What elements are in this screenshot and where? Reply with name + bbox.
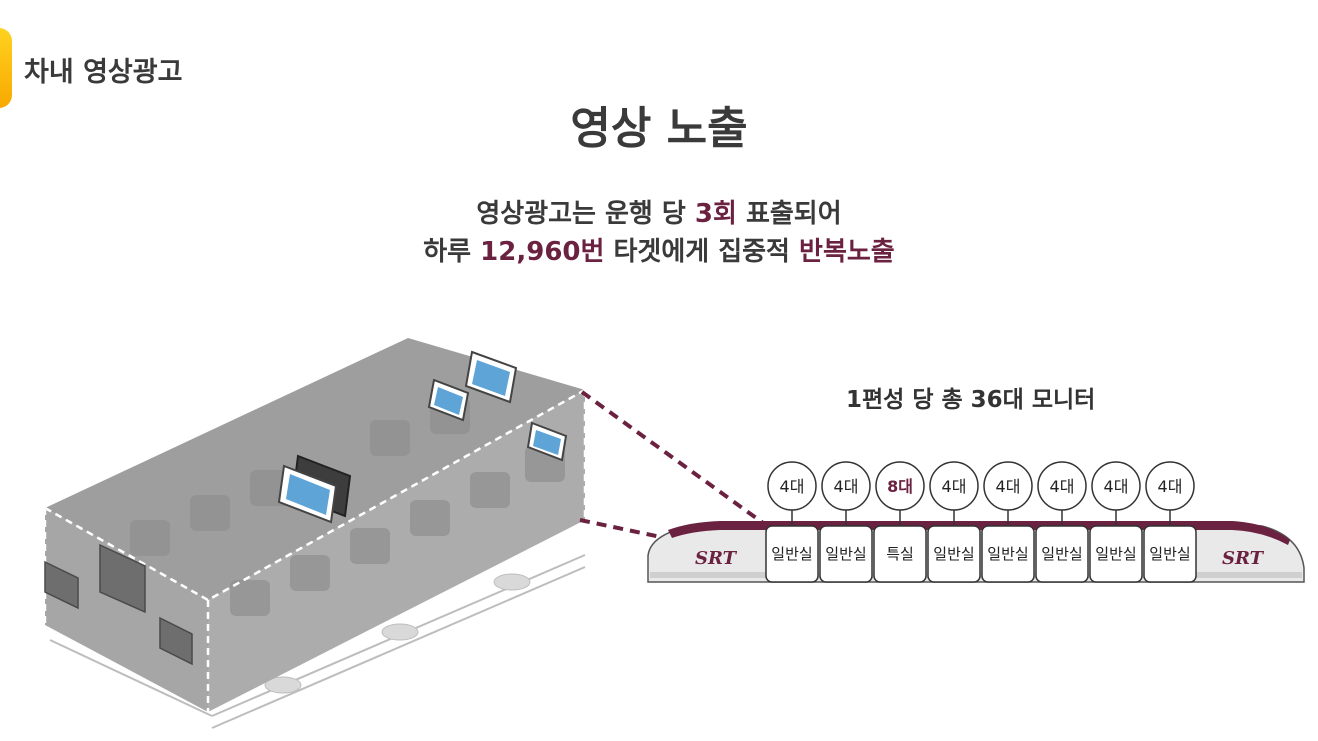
subtitle-text: 표출되어 xyxy=(736,199,842,229)
monitor-count-bubble: 4대 xyxy=(1158,477,1183,496)
train-car: 4대 일반실 xyxy=(1143,461,1197,583)
ceiling-monitor-icon xyxy=(526,421,568,462)
subtitle-text: 영상광고는 운행 당 xyxy=(476,199,695,229)
subtitle-line-2: 하루 12,960번 타겟에게 집중적 반복노출 xyxy=(0,233,1318,271)
page-title: 영상 노출 xyxy=(570,103,748,154)
car-label: 일반실 xyxy=(933,545,974,563)
monitor-count-label: 1편성 당 총 36대 모니터 xyxy=(846,387,1096,413)
car-label: 특실 xyxy=(886,545,914,563)
train-car: 4대 일반실 xyxy=(765,461,819,583)
car-label: 일반실 xyxy=(1149,545,1190,563)
subtitle-highlight-repeat: 반복노출 xyxy=(799,237,895,267)
subtitle-line-1: 영상광고는 운행 당 3회 표출되어 xyxy=(0,195,1318,233)
train-car: 4대 일반실 xyxy=(981,461,1035,583)
ceiling-monitor-icon xyxy=(277,454,352,524)
car-label: 일반실 xyxy=(1041,545,1082,563)
car-label: 일반실 xyxy=(825,545,866,563)
car-label: 일반실 xyxy=(987,545,1028,563)
car-label: 일반실 xyxy=(1095,545,1136,563)
train-logo-front: SRT xyxy=(695,548,738,569)
train-car: 4대 일반실 xyxy=(1035,461,1089,583)
train-logo-rear: SRT xyxy=(1222,548,1265,569)
train-interior-illustration xyxy=(43,338,587,729)
train-diagram: SRT SRT 4대 일반실 4대 일반실 8대 특실 xyxy=(647,461,1305,583)
train-car: 4대 일반실 xyxy=(819,461,873,583)
monitor-count-bubble: 4대 xyxy=(1050,477,1075,496)
ceiling-monitor-icon xyxy=(464,350,518,404)
subtitle-highlight-exposures: 12,960번 xyxy=(480,237,605,267)
monitor-count-bubble: 4대 xyxy=(834,477,859,496)
car-label: 일반실 xyxy=(771,545,812,563)
subtitle: 영상광고는 운행 당 3회 표출되어 하루 12,960번 타겟에게 집중적 반… xyxy=(0,195,1318,271)
monitor-count-bubble: 4대 xyxy=(780,477,805,496)
ceiling-monitor-icon xyxy=(427,378,470,422)
monitor-count-bubble: 4대 xyxy=(1104,477,1129,496)
train-car: 4대 일반실 xyxy=(927,461,981,583)
section-title: 차내 영상광고 xyxy=(24,57,183,88)
train-car-first-class: 8대 특실 xyxy=(873,461,927,583)
subtitle-text: 타겟에게 집중적 xyxy=(604,237,800,267)
monitor-count-bubble: 8대 xyxy=(887,477,913,496)
monitor-count-bubble: 4대 xyxy=(942,477,967,496)
section-accent-bar xyxy=(0,28,12,108)
subtitle-text: 하루 xyxy=(423,237,481,267)
subtitle-highlight-count: 3회 xyxy=(694,199,737,229)
train-car: 4대 일반실 xyxy=(1089,461,1143,583)
monitor-count-bubble: 4대 xyxy=(996,477,1021,496)
